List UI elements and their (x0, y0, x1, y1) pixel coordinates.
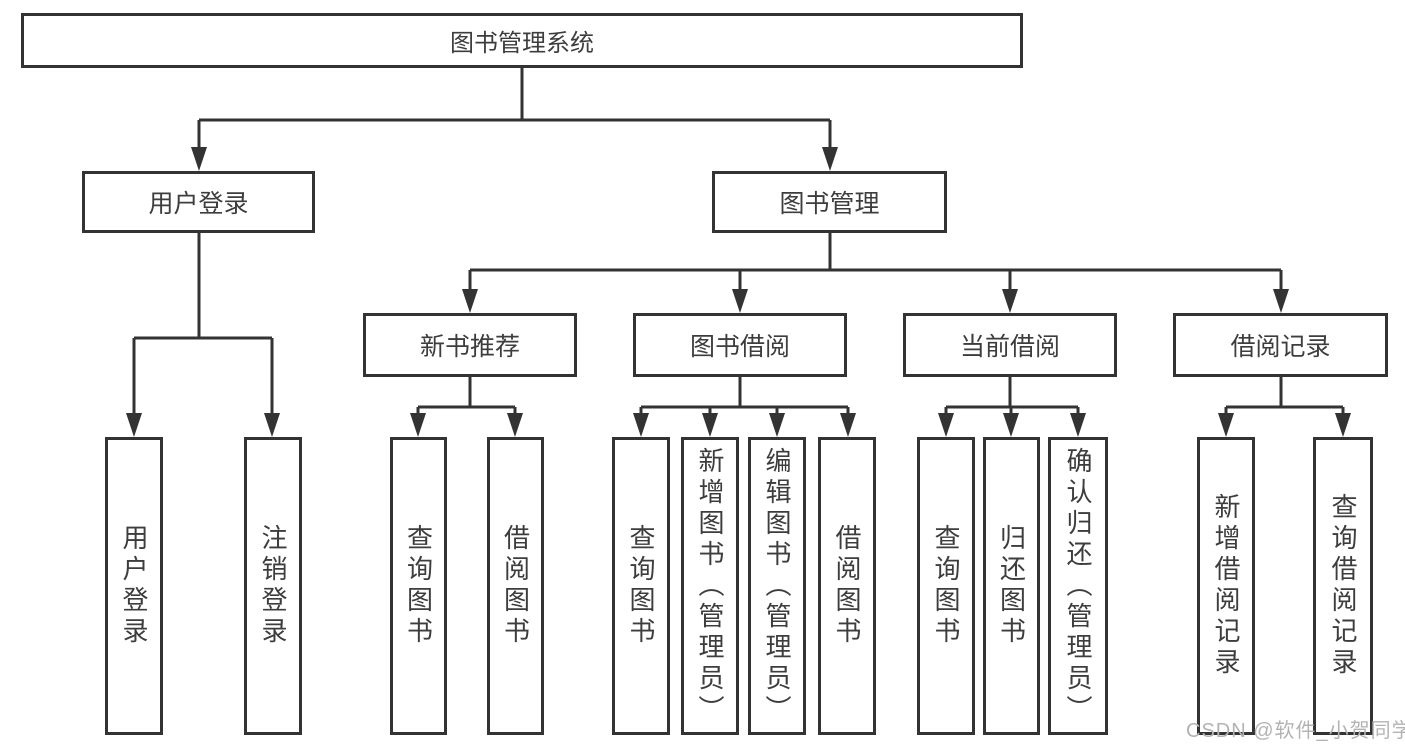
node-label: 查询图书 (931, 524, 961, 648)
node-label: 注销登录 (258, 524, 288, 648)
node-label: 归还图书 (996, 524, 1027, 648)
node-label: 当前借阅 (959, 333, 1060, 361)
node-new-book-recommend: 新书推荐 (363, 313, 577, 377)
node-label: 借阅图书 (832, 524, 862, 648)
leaf-user-login: 用户登录 (105, 437, 163, 735)
node-label: 图书管理系统 (450, 30, 594, 57)
node-label: 新书推荐 (419, 333, 520, 361)
node-label: 新增图书（管理员） (695, 446, 725, 726)
leaf-add-borrow-record: 新增借阅记录 (1197, 437, 1255, 735)
node-label: 编辑图书（管理员） (762, 446, 792, 726)
leaf-query-books-current: 查询图书 (917, 437, 975, 735)
node-book-management: 图书管理 (712, 171, 947, 233)
leaf-edit-books-admin: 编辑图书（管理员） (748, 437, 806, 735)
leaf-query-borrow-record: 查询借阅记录 (1313, 437, 1373, 735)
leaf-add-books-admin: 新增图书（管理员） (681, 437, 739, 735)
node-label: 新增借阅记录 (1211, 493, 1241, 679)
node-library-management-system: 图书管理系统 (21, 13, 1023, 68)
node-book-borrow: 图书借阅 (633, 313, 847, 377)
node-label: 用户登录 (119, 524, 149, 648)
node-label: 查询借阅记录 (1328, 493, 1358, 679)
leaf-confirm-return-admin: 确认归还（管理员） (1048, 437, 1108, 735)
node-current-borrow: 当前借阅 (903, 313, 1117, 377)
leaf-query-books-recommend: 查询图书 (390, 437, 447, 735)
node-label: 查询图书 (626, 524, 656, 648)
leaf-return-books: 归还图书 (983, 437, 1040, 735)
leaf-query-books-borrow: 查询图书 (612, 437, 670, 735)
node-user-login: 用户登录 (82, 171, 315, 233)
node-label: 查询图书 (403, 524, 434, 648)
node-label: 图书管理 (779, 190, 880, 218)
leaf-logout: 注销登录 (244, 437, 302, 735)
node-label: 用户登录 (148, 190, 249, 218)
leaf-borrow-books-recommend: 借阅图书 (487, 437, 544, 735)
csdn-watermark: CSDN @软件_小贺同学 (1186, 720, 1405, 742)
node-label: 借阅图书 (500, 524, 531, 648)
leaf-borrow-books: 借阅图书 (818, 437, 876, 735)
node-label: 确认归还（管理员） (1063, 446, 1093, 726)
node-label: 图书借阅 (689, 333, 790, 361)
node-borrow-record: 借阅记录 (1173, 313, 1388, 377)
node-label: 借阅记录 (1230, 333, 1331, 361)
